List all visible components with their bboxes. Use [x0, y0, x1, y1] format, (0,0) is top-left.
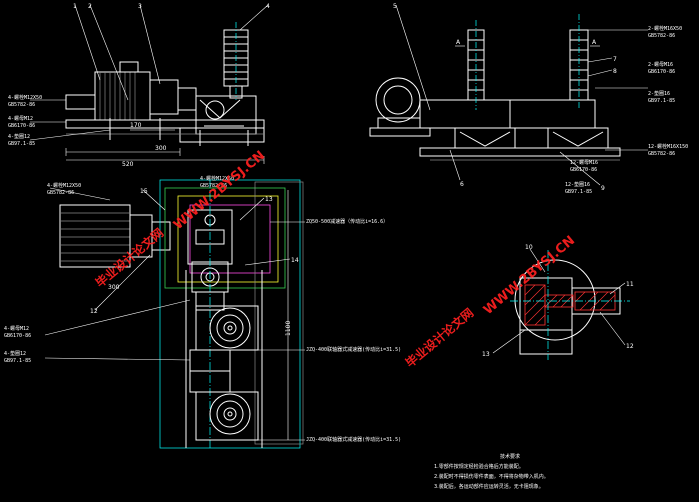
section-outer-circle: [514, 259, 596, 341]
section-mark-a-left: A: [456, 39, 461, 46]
balloon-2: 2: [88, 3, 92, 10]
side-callout-bolt: 2-螺栓M16X50: [648, 25, 682, 32]
front-callout-nut-std: GB6170-86: [8, 123, 35, 129]
balloon-detail-10: 10: [525, 244, 533, 251]
dim-1100: 1100: [285, 321, 292, 336]
balloon-4: 4: [266, 3, 270, 10]
tech-item-3: 3.装配后，各运动部件应运转灵活，无卡阻现象。: [434, 483, 544, 490]
dim-300: 300: [155, 145, 167, 152]
side-callout-long-bolt-std: GB5782-86: [648, 151, 675, 157]
side-callout-long-washer: 12-垫圈16: [565, 181, 590, 188]
motor-body: [94, 71, 151, 121]
side-callout-long-bolt: 12-螺栓M16X150: [648, 143, 688, 150]
section-detail: 10 11 12 13: [482, 244, 634, 360]
reducer-plan-bottom: [195, 391, 259, 441]
balloon-7: 7: [613, 56, 617, 63]
plan-callout-washer-std: GB97.1-85: [4, 358, 31, 364]
balloon-3: 3: [138, 3, 142, 10]
watermark-brand-1: 毕业设计论文网: [92, 225, 166, 290]
side-callout-long-nut-std: GB6170-86: [570, 167, 597, 173]
watermark-brand-2: 毕业设计论文网: [402, 305, 476, 370]
plan-callout-top-bolt: 4-螺栓M12X50: [200, 175, 234, 182]
balloon-8: 8: [613, 68, 617, 75]
side-callout-washer-std: GB97.1-85: [648, 98, 675, 104]
base-frame-side: [419, 147, 621, 157]
note-jzq400-reducer-1: JZQ-400联轴器式减速器(传动比i=31.5): [306, 346, 401, 353]
balloon-14: 14: [291, 257, 299, 264]
side-callout-washer: 2-垫圈16: [648, 90, 670, 97]
tech-requirements: 技术要求 1.零部件按规定经检验合格后方能装配。 2.装配时不得损伤零件表面，不…: [434, 453, 549, 490]
base-frame-front: [65, 119, 265, 129]
balloon-9: 9: [601, 185, 605, 192]
balloon-13: 13: [265, 196, 273, 203]
watermark-url-1: WWW.2BYSJ.CN: [171, 148, 268, 233]
balloon-6: 6: [460, 181, 464, 188]
tech-heading: 技术要求: [500, 453, 520, 460]
plan-callout-top-bolt-std: GB5782-86: [200, 183, 227, 189]
reducer-left-side: [454, 127, 516, 149]
balloon-1: 1: [73, 3, 77, 10]
side-callout-nut: 2-螺母M16: [648, 61, 673, 68]
note-zq50-reducer: ZQ50-500减速器（传动比i=16.6）: [306, 218, 388, 225]
tech-item-1: 1.零部件按规定经检验合格后方能装配。: [434, 463, 524, 470]
dim-plan-300: 300: [108, 284, 120, 291]
side-callout-nut-std: GB6170-86: [648, 69, 675, 75]
balloon-detail-11: 11: [626, 281, 634, 288]
section-mark-a-right: A: [592, 39, 597, 46]
front-view: 170 300 520 1 2 3 4 4-螺栓M12X50 GB5782-86…: [8, 3, 270, 168]
plan-view: 1100 300 15 13 14 12 4-螺栓M12X50 GB5782-8…: [4, 175, 401, 449]
plan-callout-nut-std: GB6170-86: [4, 333, 31, 339]
balloon-detail-13: 13: [482, 351, 490, 358]
dim-520: 520: [122, 161, 134, 168]
plan-callout-bolt: 4-螺栓M12X50: [47, 182, 81, 189]
reducer-right-side: [547, 127, 609, 149]
tech-item-2: 2.装配时不得损伤零件表面，不得将杂物带入机内。: [434, 473, 549, 480]
drum-side: [375, 77, 421, 123]
balloon-5: 5: [393, 3, 397, 10]
front-callout-nut: 4-螺母M12: [8, 115, 33, 122]
side-callout-long-nut: 12-螺母M16: [570, 159, 598, 166]
side-view: A A 5 6 7 8 9 2-螺栓M16X50 GB5782-86 2-螺母M…: [369, 3, 688, 195]
balloon-12: 12: [90, 308, 98, 315]
side-callout-long-washer-std: GB97.1-85: [565, 189, 592, 195]
front-callout-bolt: 4-螺栓M12X50: [8, 94, 42, 101]
front-callout-bolt-std: GB5782-86: [8, 102, 35, 108]
plan-callout-bolt-std: GB5782-86: [47, 190, 74, 196]
front-callout-washer: 4-垫圈12: [8, 133, 30, 140]
note-jzq400-reducer-2: JZQ-400联轴器式减速器(传动比i=31.5): [306, 436, 401, 443]
balloon-15: 15: [140, 188, 148, 195]
reducer-plan-mid: [195, 305, 259, 351]
plan-callout-nut: 4-螺母M12: [4, 325, 29, 332]
plan-callout-washer: 4-垫圈12: [4, 350, 26, 357]
balloon-detail-12: 12: [626, 343, 634, 350]
dim-170: 170: [130, 122, 142, 129]
side-callout-bolt-std: GB5782-86: [648, 33, 675, 39]
front-callout-washer-std: GB97.1-85: [8, 141, 35, 147]
